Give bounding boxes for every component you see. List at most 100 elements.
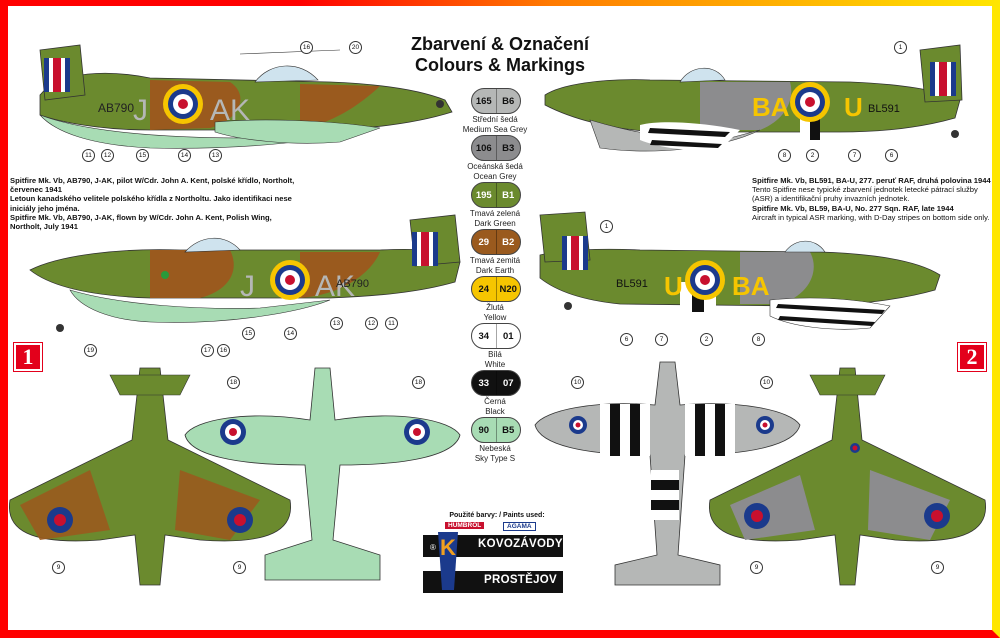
callout-17: 17 <box>201 344 214 357</box>
swatch-code-humbrol: 29 <box>472 230 497 254</box>
callout-14-a: 14 <box>178 149 191 162</box>
swatch-name-cz: Tmavá zelená <box>469 209 521 218</box>
callout-7-b: 7 <box>655 333 668 346</box>
swatch-name-en: Dark Green <box>474 218 516 228</box>
callout-20: 20 <box>349 41 362 54</box>
callout-11-b: 11 <box>385 317 398 330</box>
callout-9-d: 9 <box>931 561 944 574</box>
callout-15-a: 15 <box>136 149 149 162</box>
agama-brand: AGAMA <box>503 522 536 531</box>
title-cz: Zbarvení & Označení <box>410 34 590 54</box>
swatch-code-agama: B2 <box>502 236 515 248</box>
scheme-2-desc-en-bold: Spitfire Mk. Vb, BL59, BA-U, No. 277 Sqn… <box>752 203 954 213</box>
callout-18-a: 18 <box>227 376 240 389</box>
swatch-name-cz: Žlutá <box>486 303 504 312</box>
title-en: Colours & Markings <box>414 55 586 75</box>
scheme-2-desc-cz-bold: Spitfire Mk. Vb, BL591, BA-U, 277. peruť… <box>752 176 991 185</box>
paints-used-label: Použité barvy: / Paints used: <box>449 512 545 519</box>
spitfire-2-bottom-view <box>534 361 801 586</box>
callout-9-c: 9 <box>750 561 763 574</box>
humbrol-brand: HUMBROL <box>445 522 485 529</box>
code-1-left-j: J <box>133 94 148 127</box>
code-2-right-u: U <box>664 271 683 301</box>
callout-6-a: 6 <box>885 149 898 162</box>
callout-12-a: 12 <box>101 149 114 162</box>
swatch-code-humbrol: 90 <box>472 418 497 442</box>
page-title: Zbarvení & Označení Colours & Markings <box>360 34 640 76</box>
colour-swatch: 165 B6 <box>471 88 521 114</box>
callout-14-b: 14 <box>284 327 297 340</box>
callout-13-b: 13 <box>330 317 343 330</box>
swatch-code-agama: N20 <box>499 283 517 295</box>
callout-19: 19 <box>84 344 97 357</box>
callout-18-b: 18 <box>412 376 425 389</box>
swatch-code-agama: B6 <box>502 95 515 107</box>
scheme-1-desc-cz: Letoun kanadského velitele polského kříd… <box>10 194 292 213</box>
swatch-code-agama: 07 <box>502 377 514 389</box>
colour-swatch: 195 B1 <box>471 182 521 208</box>
scheme-1-badge: 1 <box>13 342 43 372</box>
swatch-code-humbrol: 34 <box>472 324 497 348</box>
spitfire-2-left-side <box>544 44 963 152</box>
swatch-code-agama: B3 <box>502 142 515 154</box>
swatch-code-agama: 01 <box>502 330 514 342</box>
kovozavody-logo-graphic: K ® <box>423 532 563 593</box>
callout-16-top: 16 <box>300 41 313 54</box>
code-1-right-ak: AK <box>315 270 355 303</box>
swatch-name-en: Yellow <box>483 312 507 322</box>
swatch-code-agama: B5 <box>502 424 515 436</box>
callout-8-b: 8 <box>752 333 765 346</box>
scheme-1-desc-en-bold: Spitfire Mk. Vb, AB790, J-AK, flown by W… <box>10 212 272 232</box>
spitfire-2-right-side <box>539 211 941 330</box>
callout-10-a: 10 <box>571 376 584 389</box>
serial-2-left: BL591 <box>868 103 900 115</box>
logo-k: K <box>440 535 456 560</box>
callout-12-b: 12 <box>365 317 378 330</box>
swatch-code-humbrol: 195 <box>472 183 497 207</box>
swatch-code-agama: B1 <box>502 189 515 201</box>
swatch-code-humbrol: 24 <box>472 277 497 301</box>
swatch-name-en: Sky Type S <box>474 453 516 463</box>
callout-11-a: 11 <box>82 149 95 162</box>
callout-2-a: 2 <box>806 149 819 162</box>
swatch-name-en: Dark Earth <box>475 265 515 275</box>
logo-reg: ® <box>430 543 436 552</box>
callout-15-b: 15 <box>242 327 255 340</box>
code-1-right-j: J <box>240 270 255 303</box>
scheme-1-description: Spitfire Mk. Vb, AB790, J-AK, pilot W/Cd… <box>10 176 295 231</box>
swatch-name-en: Black <box>485 406 505 416</box>
logo-line-2: PROSTĚJOV <box>484 574 557 586</box>
spitfire-1-top-view <box>8 367 292 586</box>
swatch-name-cz: Bílá <box>488 350 502 359</box>
code-1-left-ak: AK <box>210 94 250 127</box>
callout-13-a: 13 <box>209 149 222 162</box>
scheme-2-desc-cz: Tento Spitfire nese typické zbarvení jed… <box>752 185 978 204</box>
scheme-2-description: Spitfire Mk. Vb, BL591, BA-U, 277. peruť… <box>752 176 992 222</box>
spitfire-1-bottom-view <box>184 367 461 581</box>
swatch-name-cz: Oceánská šedá <box>467 162 523 171</box>
code-2-right-ba: BA <box>732 271 770 301</box>
code-2-left-u: U <box>844 92 863 122</box>
callout-16-b: 16 <box>217 344 230 357</box>
colour-swatch: 90 B5 <box>471 417 521 443</box>
callout-9-b: 9 <box>233 561 246 574</box>
serial-1-left: AB790 <box>98 101 134 115</box>
spitfire-1-right-side <box>29 214 461 332</box>
swatch-code-humbrol: 33 <box>472 371 497 395</box>
swatch-name-en: Ocean Grey <box>473 171 517 181</box>
callout-9-a: 9 <box>52 561 65 574</box>
callout-2-b: 2 <box>700 333 713 346</box>
swatch-code-humbrol: 165 <box>472 89 497 113</box>
swatch-name-cz: Černá <box>484 397 506 406</box>
logo-line-1: KOVOZÁVODY <box>478 538 563 550</box>
colour-swatch: 33 07 <box>471 370 521 396</box>
